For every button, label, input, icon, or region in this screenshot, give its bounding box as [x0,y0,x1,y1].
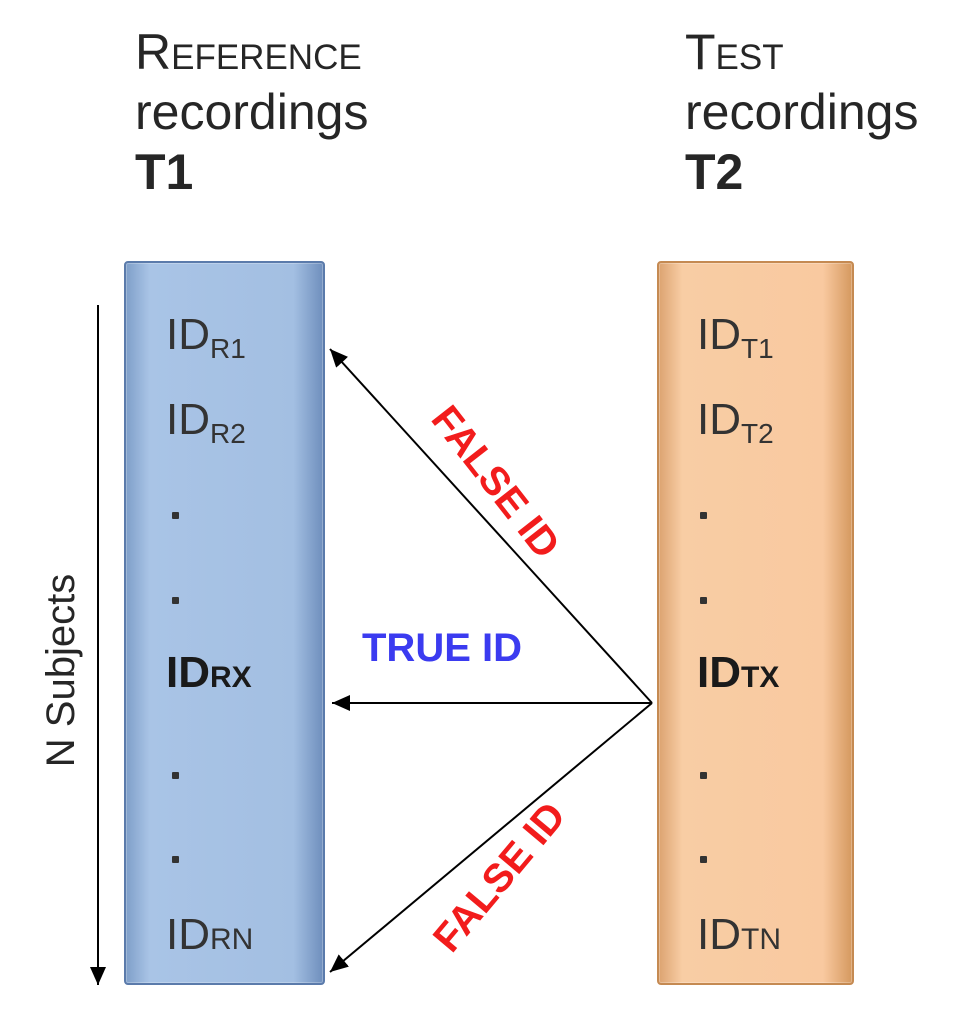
reference-ellipsis-dot [172,597,179,604]
reference-subtitle: recordings [135,84,369,140]
reference-item-r1: IDR1 [166,310,246,364]
test-column [657,261,854,985]
test-header: Test recordings T2 [685,22,918,202]
test-title: Test [685,24,784,80]
false-id-arrow-top [329,348,653,704]
test-item-t2: IDT2 [697,395,774,449]
reference-item-rn: IDRN [166,910,254,959]
reference-ellipsis-dot [172,512,179,519]
reference-item-rx: IDRX [166,648,252,697]
test-item-tx: IDTX [697,648,780,697]
true-id-label: TRUE ID [362,626,522,670]
n-subjects-label: N Subjects [39,573,84,768]
test-ellipsis-dot [700,772,707,779]
reference-title: Reference [135,24,362,80]
test-subtitle: recordings [685,84,919,140]
reference-column [124,261,325,985]
test-ellipsis-dot [700,512,707,519]
reference-ellipsis-dot [172,856,179,863]
false-id-arrow-bottom [329,702,653,973]
test-item-tn: IDTN [697,910,781,959]
test-ellipsis-dot [700,597,707,604]
reference-ellipsis-dot [172,772,179,779]
reference-header: Reference recordings T1 [135,22,368,202]
reference-session: T1 [135,144,194,200]
test-session: T2 [685,144,744,200]
test-ellipsis-dot [700,856,707,863]
test-item-t1: IDT1 [697,310,774,364]
reference-item-r2: IDR2 [166,395,246,449]
